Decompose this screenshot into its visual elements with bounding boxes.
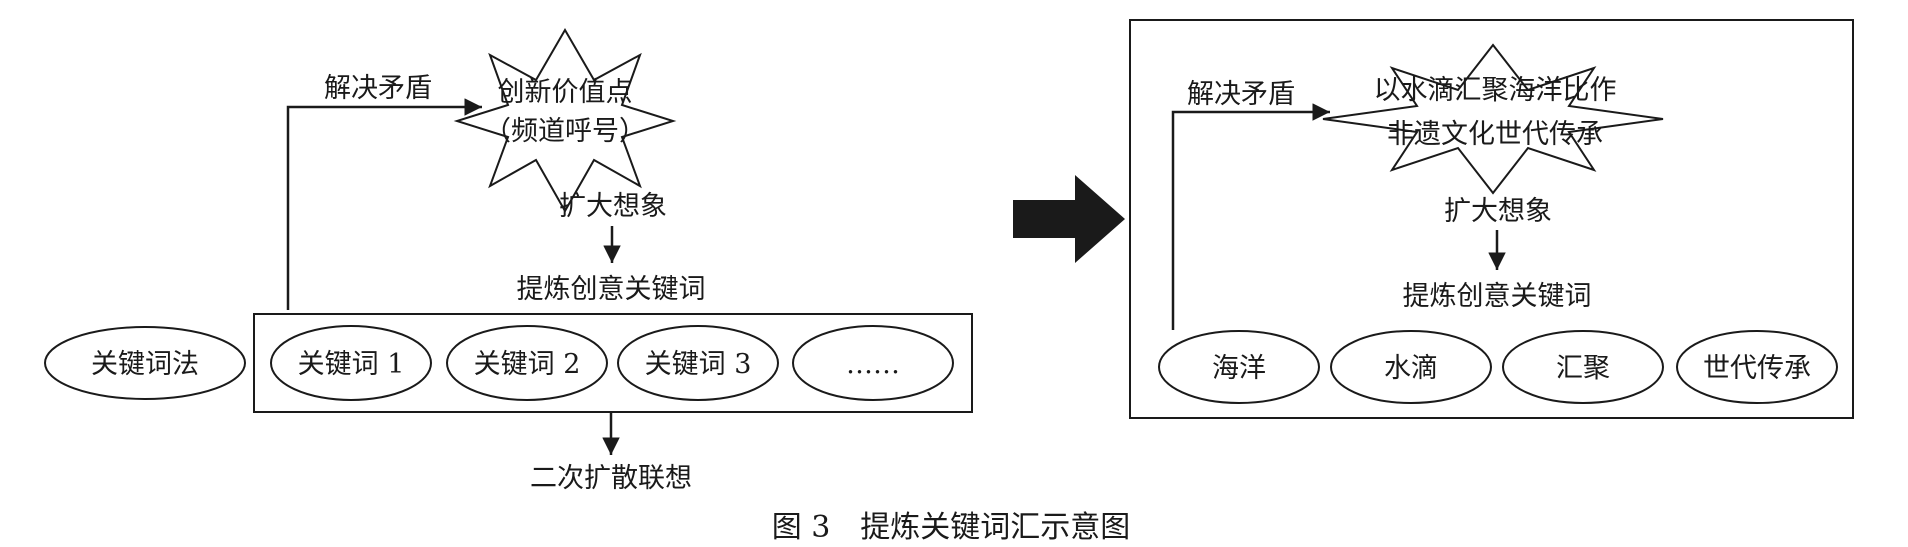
right-keyword-label: 汇聚 (1556, 353, 1610, 384)
left-resolve-label: 解决矛盾 (324, 73, 432, 104)
left-star-line-2: （频道呼号） (484, 116, 646, 147)
figure-caption: 图 3 提炼关键词汇示意图 (772, 510, 1131, 545)
right-resolve-connector (1171, 103, 1330, 330)
left-keyword-label: 关键词 1 (298, 349, 405, 380)
right-refine-label: 提炼创意关键词 (1403, 281, 1592, 312)
right-frame (1129, 19, 1854, 419)
right-resolve-label: 解决矛盾 (1187, 79, 1295, 110)
right-star-shape (1322, 43, 1664, 195)
left-refine-label: 提炼创意关键词 (517, 274, 706, 305)
left-method-label: 关键词法 (91, 349, 199, 380)
left-method-ellipse (44, 326, 246, 400)
right-keyword-label: 世代传承 (1703, 353, 1811, 384)
right-keyword-ellipse (1330, 330, 1492, 404)
left-keyword-box (253, 313, 973, 413)
left-diagram: 创新价值点 （频道呼号） 解决矛盾 扩大想象 提炼创意关键词 关键词法 关键词 … (44, 28, 973, 494)
left-star-line-1: 创新价值点 (498, 77, 633, 108)
left-imagine-label: 扩大想象 (559, 191, 667, 222)
left-keyword-ellipse (446, 325, 608, 401)
left-secondary-label: 二次扩散联想 (530, 463, 692, 494)
left-keyword-label: 关键词 2 (474, 349, 581, 380)
right-keyword-group: 海洋 水滴 汇聚 世代传承 (1158, 330, 1838, 404)
left-keyword-ellipse (270, 325, 432, 401)
left-keyword-ellipse (792, 325, 954, 401)
left-resolve-connector (286, 98, 482, 310)
right-keyword-ellipse (1676, 330, 1838, 404)
right-keyword-label: 海洋 (1212, 353, 1266, 384)
left-keyword-ellipse (617, 325, 779, 401)
transition-arrow (1013, 175, 1125, 263)
left-star-shape (453, 28, 677, 214)
right-diagram: 以水滴汇聚海洋比作 非遗文化世代传承 解决矛盾 扩大想象 提炼创意关键词 海洋 水… (1129, 19, 1854, 419)
right-keyword-label: 水滴 (1384, 353, 1438, 384)
right-star-line-2: 非遗文化世代传承 (1387, 119, 1603, 150)
left-keyword-label: …… (846, 349, 900, 380)
right-keyword-ellipse (1502, 330, 1664, 404)
right-keyword-ellipse (1158, 330, 1320, 404)
left-keyword-group: 关键词 1 关键词 2 关键词 3 …… (270, 325, 954, 401)
left-keyword-label: 关键词 3 (645, 349, 752, 380)
right-imagine-label: 扩大想象 (1444, 196, 1552, 227)
right-star-line-1: 以水滴汇聚海洋比作 (1374, 75, 1617, 106)
